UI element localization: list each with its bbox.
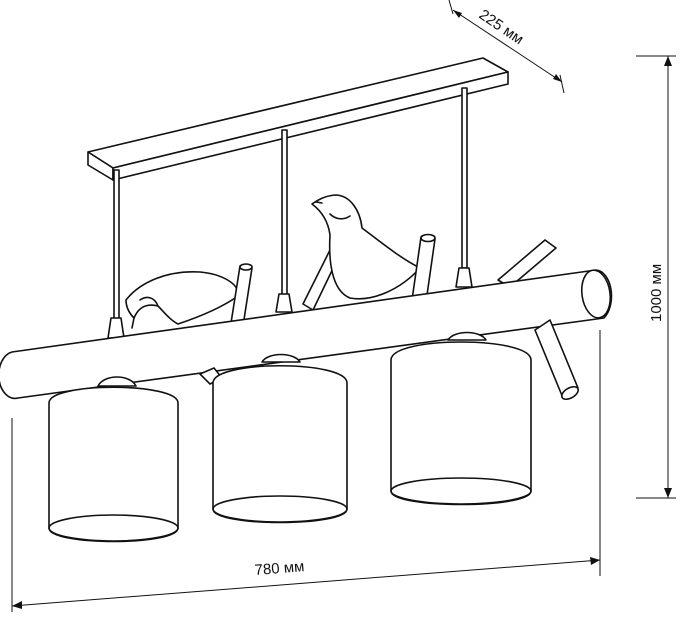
height-label: 1000 мм xyxy=(648,264,665,322)
shade-sockets xyxy=(97,331,487,387)
wooden-log xyxy=(0,269,613,400)
lamp-shade-1 xyxy=(48,386,179,543)
suspension-rods xyxy=(107,87,473,339)
twig-stubs xyxy=(230,233,436,327)
dimension-width: 780 мм xyxy=(11,330,601,612)
lamp-shade-3 xyxy=(390,341,532,506)
dimension-height: 1000 мм xyxy=(636,55,676,499)
bird-right xyxy=(311,194,421,300)
lamp-shade-2 xyxy=(212,364,348,524)
bird-left xyxy=(125,271,239,329)
ceiling-canopy xyxy=(87,57,509,181)
log-stub-right xyxy=(534,319,579,401)
width-label: 780 мм xyxy=(254,558,305,579)
